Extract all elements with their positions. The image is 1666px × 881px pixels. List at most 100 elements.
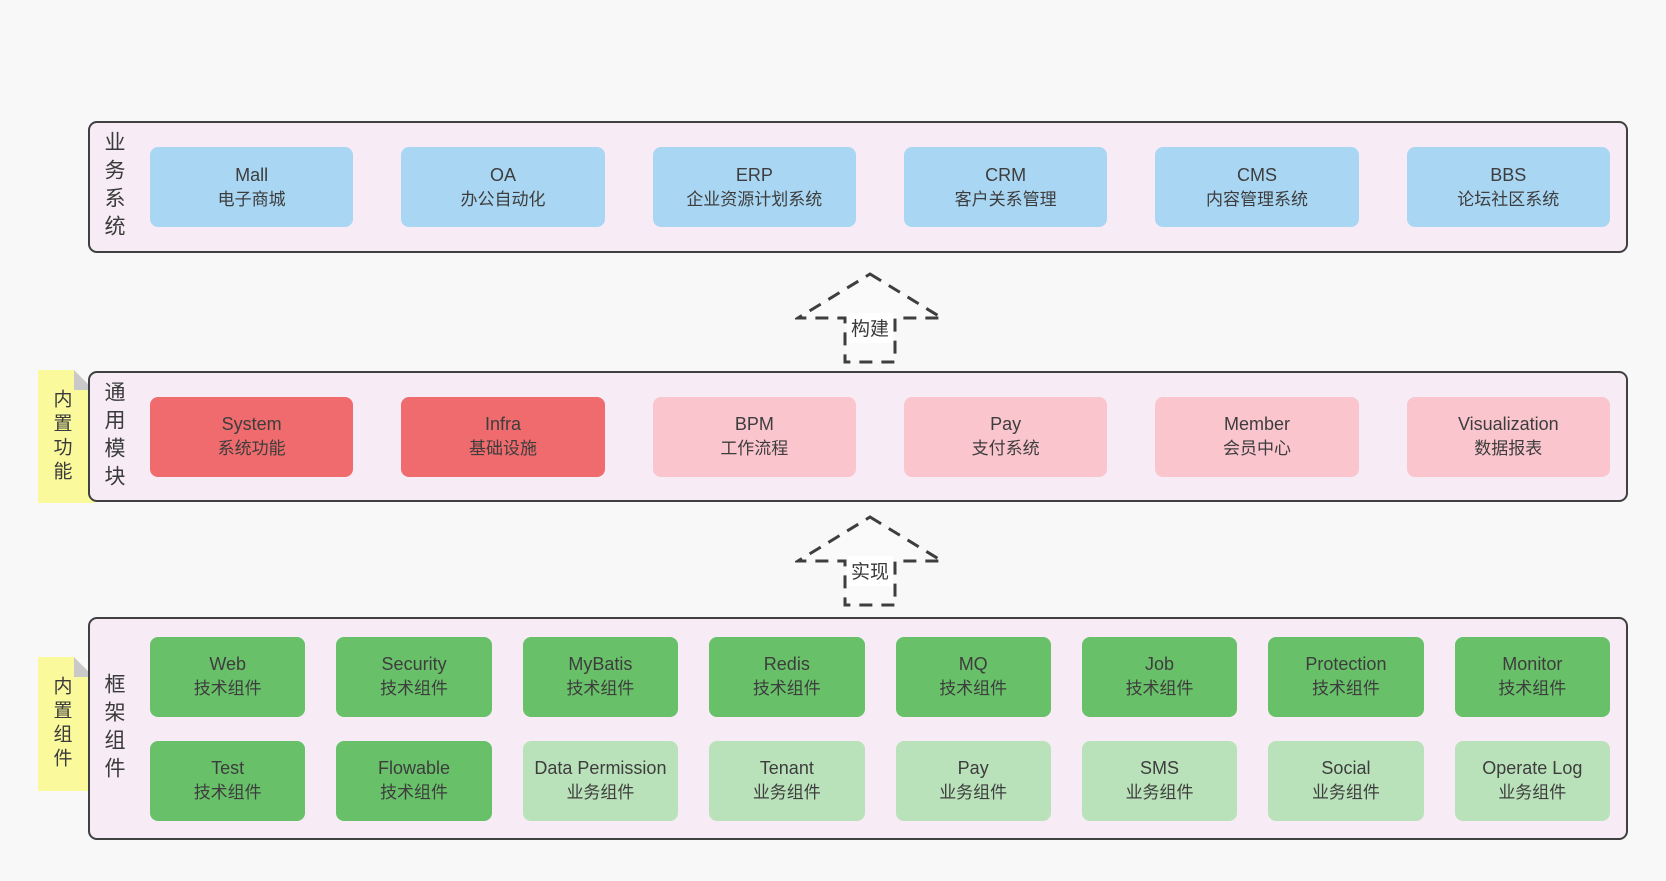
box-subtitle: 业务组件	[1498, 783, 1567, 803]
box-title: Job	[1145, 654, 1175, 675]
box-title: Flowable	[378, 758, 451, 779]
sticky-note-builtin-features: 内置功能	[38, 370, 94, 503]
box-title: Monitor	[1502, 654, 1563, 675]
component-box: Job 技术组件	[1081, 636, 1238, 717]
arrow-label: 实现	[851, 561, 889, 583]
box-row: System 系统功能 Infra 基础设施 BPM 工作流程 Pay 支付系统 Member 会…	[124, 396, 1626, 477]
arrow-label-background	[847, 556, 893, 586]
component-box: Social 业务组件	[1268, 740, 1424, 821]
box-subtitle: 基础设施	[468, 439, 537, 459]
box-subtitle: 支付系统	[971, 439, 1040, 459]
box-subtitle: 业务组件	[566, 783, 635, 803]
box-row: Mall 电子商城 OA 办公自动化 ERP 企业资源计划系统 CRM 客户关系管理 CMS 内容…	[124, 147, 1626, 227]
component-box: Security 技术组件	[336, 636, 492, 717]
box-title: MQ	[958, 654, 988, 675]
box-subtitle: 系统功能	[217, 439, 286, 459]
component-box: Tenant 业务组件	[709, 740, 865, 821]
box-subtitle: 技术组件	[1125, 679, 1194, 699]
box-subtitle: 论坛社区系统	[1457, 189, 1560, 209]
component-box: Pay 业务组件	[895, 740, 1051, 821]
layer-side-label: 通用模块	[102, 380, 125, 493]
box-title: Social	[1321, 758, 1371, 779]
box-subtitle: 内容管理系统	[1205, 189, 1308, 209]
box-title: SMS	[1140, 758, 1180, 779]
box-title: Visualization	[1457, 414, 1559, 435]
component-box: MQ 技术组件	[895, 636, 1051, 717]
box-subtitle: 技术组件	[193, 679, 262, 699]
component-box: Mall 电子商城	[150, 147, 354, 227]
up-arrow-build: 构建	[795, 271, 945, 365]
box-subtitle: 技术组件	[1311, 679, 1380, 699]
sticky-note-builtin-components: 内置组件	[38, 657, 94, 791]
box-title: Web	[209, 654, 247, 675]
box-title: OA	[489, 164, 516, 185]
box-subtitle: 业务组件	[752, 783, 821, 803]
box-title: Pay	[990, 414, 1022, 435]
sticky-note-label: 内置功能	[50, 388, 72, 485]
sticky-note-label: 内置组件	[50, 676, 72, 772]
box-title: Infra	[484, 414, 521, 435]
box-title: Test	[211, 758, 245, 779]
box-title: Redis	[763, 654, 810, 675]
box-subtitle: 业务组件	[939, 783, 1008, 803]
box-title: Protection	[1305, 654, 1387, 675]
box-title: BPM	[734, 414, 774, 435]
box-title: Security	[381, 654, 447, 675]
component-box: CRM 客户关系管理	[903, 147, 1108, 227]
box-title: Pay	[957, 758, 989, 779]
box-subtitle: 客户关系管理	[954, 189, 1057, 209]
arrow-label: 构建	[851, 318, 889, 340]
box-subtitle: 电子商城	[217, 189, 286, 209]
layer-side-label: 业务系统	[102, 131, 125, 243]
component-box: Member 会员中心	[1155, 396, 1359, 477]
layer-side-label: 框架组件	[102, 672, 125, 785]
component-box: CMS 内容管理系统	[1155, 147, 1359, 227]
box-title: BBS	[1490, 164, 1527, 185]
box-subtitle: 技术组件	[566, 679, 635, 699]
component-box: BPM 工作流程	[652, 396, 856, 477]
box-subtitle: 技术组件	[1498, 679, 1567, 699]
component-box: Protection 技术组件	[1268, 636, 1424, 717]
box-subtitle: 业务组件	[1125, 783, 1194, 803]
component-box: Web 技术组件	[150, 636, 306, 717]
box-subtitle: 技术组件	[193, 783, 262, 803]
component-box: ERP 企业资源计划系统	[652, 147, 856, 227]
box-subtitle: 业务组件	[1311, 783, 1380, 803]
box-title: System	[221, 414, 282, 435]
box-subtitle: 技术组件	[380, 783, 449, 803]
box-title: MyBatis	[568, 654, 633, 675]
component-box: System 系统功能	[150, 396, 354, 477]
component-box: Monitor 技术组件	[1454, 636, 1610, 717]
box-subtitle: 工作流程	[720, 439, 789, 459]
box-subtitle: 技术组件	[380, 679, 449, 699]
box-title: CMS	[1236, 164, 1277, 185]
component-box: Operate Log 业务组件	[1454, 740, 1610, 821]
box-subtitle: 办公自动化	[460, 189, 546, 209]
layer-common-modules: 通用模块 System 系统功能 Infra 基础设施 BPM 工作流程 Pay 支付系统 Me…	[88, 371, 1628, 502]
component-box: Infra 基础设施	[401, 396, 605, 477]
component-box: Visualization 数据报表	[1406, 396, 1610, 477]
box-title: ERP	[735, 164, 773, 185]
component-box: SMS 业务组件	[1081, 740, 1238, 821]
box-title: Mall	[235, 164, 269, 185]
box-title: Data Permission	[534, 758, 667, 779]
arrow-label-background	[847, 313, 893, 343]
component-box: Pay 支付系统	[903, 396, 1108, 477]
box-subtitle: 企业资源计划系统	[686, 189, 823, 209]
box-title: Operate Log	[1482, 758, 1583, 779]
box-title: Member	[1223, 414, 1290, 435]
component-box: OA 办公自动化	[401, 147, 605, 227]
layer-framework-components: 框架组件 Web 技术组件 Security 技术组件 MyBatis 技术组件 Redis…	[88, 617, 1628, 840]
box-subtitle: 数据报表	[1474, 439, 1543, 459]
component-box: Flowable 技术组件	[336, 740, 492, 821]
box-title: CRM	[985, 164, 1027, 185]
component-box: Data Permission 业务组件	[522, 740, 679, 821]
box-subtitle: 技术组件	[939, 679, 1008, 699]
box-subtitle: 会员中心	[1222, 439, 1291, 459]
box-title: Tenant	[759, 758, 814, 779]
